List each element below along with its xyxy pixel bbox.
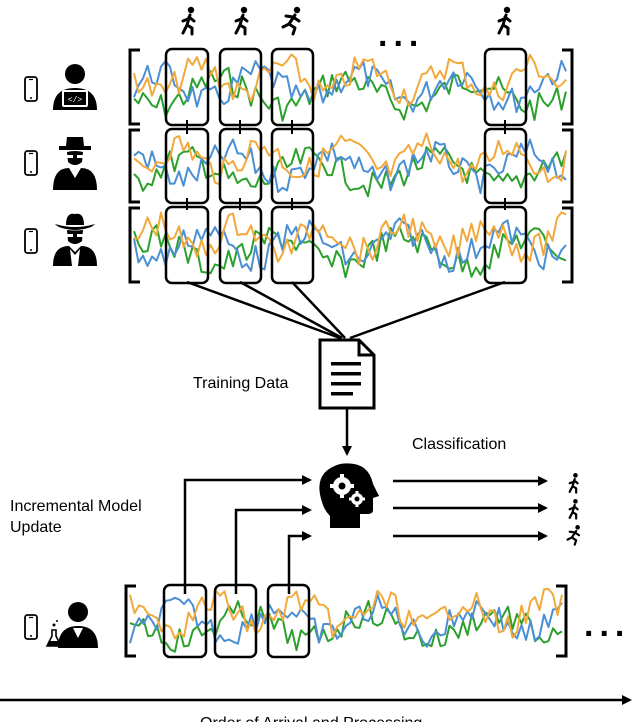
signal-line <box>129 588 563 640</box>
cowboy-user-icon <box>53 213 97 266</box>
running-icon <box>281 5 302 36</box>
signal-row <box>128 127 574 205</box>
incremental-update-arrows <box>183 475 312 594</box>
signal-line <box>133 53 567 107</box>
more-stream-ellipsis: ... <box>584 606 631 644</box>
training-data-label: Training Data <box>193 375 289 392</box>
stream-bracket-right <box>562 48 574 126</box>
smartphone-icon <box>24 228 38 254</box>
sensor-signal-rows <box>124 47 574 659</box>
stream-bracket-left <box>124 584 136 658</box>
smartphone-icon <box>24 150 38 176</box>
smartphone-icon <box>24 614 38 640</box>
incremental-update-label: Incremental Model Update <box>10 498 142 536</box>
window-frame <box>483 47 528 127</box>
walking-icon <box>568 471 579 494</box>
training-funnel <box>186 280 506 340</box>
signal-line <box>129 600 563 653</box>
more-windows-ellipsis: ... <box>378 16 425 54</box>
brain-gears-icon <box>319 463 379 528</box>
window-frame <box>270 47 315 127</box>
developer-user-icon <box>53 64 97 110</box>
smartphone-icon <box>24 76 38 102</box>
signal-line <box>133 66 567 122</box>
walking-icon <box>234 5 249 36</box>
walking-icon <box>568 497 579 520</box>
signal-row <box>128 205 574 285</box>
walking-icon <box>181 5 196 36</box>
stream-bracket-left <box>128 206 140 284</box>
classification-arrows <box>393 476 548 541</box>
scientist-user-icon <box>46 601 99 649</box>
stream-bracket-left <box>128 48 140 126</box>
window-links <box>186 120 506 210</box>
signal-line <box>133 146 567 198</box>
walking-icon <box>497 5 512 36</box>
signal-line <box>129 593 563 648</box>
signal-line <box>133 138 567 195</box>
signal-row <box>124 583 568 659</box>
signal-line <box>133 211 567 266</box>
running-icon <box>566 523 581 546</box>
signal-line <box>133 132 567 186</box>
document-icon <box>318 338 376 410</box>
signal-line <box>133 217 567 273</box>
stream-bracket-right <box>556 584 568 658</box>
detective-user-icon <box>53 137 97 190</box>
stream-bracket-left <box>128 128 140 204</box>
stream-bracket-right <box>562 206 574 284</box>
axis-label: Order of Arrival and Processing <box>200 714 422 722</box>
signal-row <box>128 47 574 127</box>
classification-label: Classification <box>412 436 507 453</box>
stream-bracket-right <box>562 128 574 204</box>
